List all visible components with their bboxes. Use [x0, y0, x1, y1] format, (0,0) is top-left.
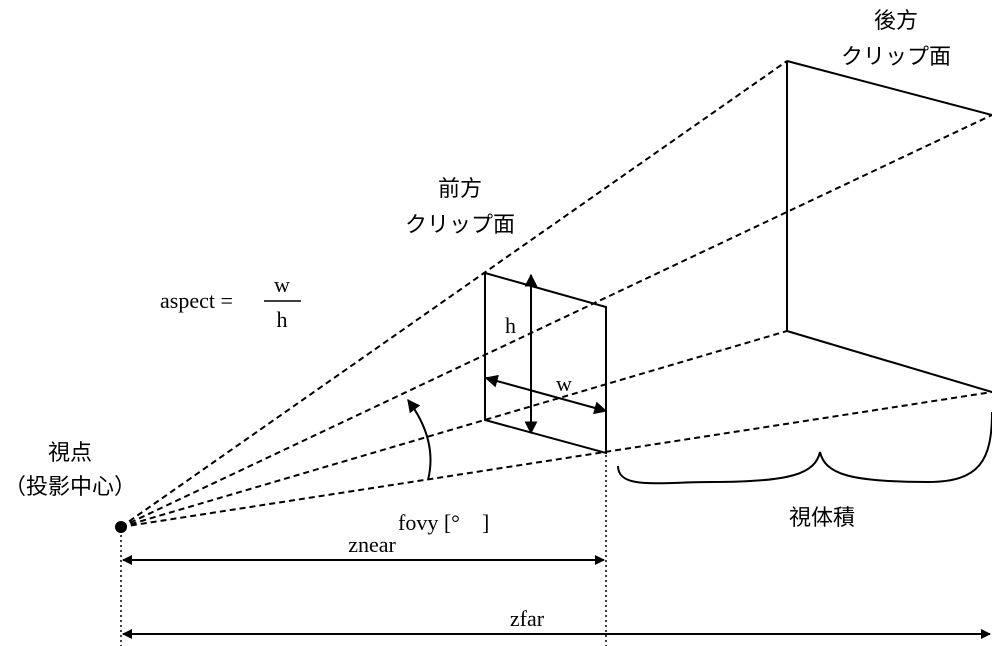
near-clip-plane [484, 271, 607, 455]
far-plane-label-line2: クリップ面 [841, 45, 951, 70]
eye-point [115, 521, 127, 533]
view-volume-brace [617, 411, 992, 485]
frustum-rays [120, 60, 992, 528]
view-volume-label: 視体積 [789, 506, 855, 531]
far-plane-bottom-edge [786, 330, 992, 393]
ray-upper-right [120, 114, 992, 528]
width-arrow [484, 374, 608, 415]
fovy-label: fovy [° ] [398, 510, 489, 535]
width-label: w [556, 371, 572, 396]
aspect-denominator: h [277, 307, 288, 332]
far-clip-plane [786, 60, 992, 393]
aspect-lhs: aspect = [160, 288, 233, 313]
far-plane-top-edge [786, 60, 992, 116]
ray-top [120, 60, 788, 528]
fovy-arc [407, 398, 432, 481]
viewpoint-label-line2: （投影中心） [4, 475, 136, 500]
viewpoint-label-line1: 視点 [48, 441, 92, 466]
aspect-numerator: w [274, 272, 290, 297]
ray-lower-left [120, 330, 788, 528]
near-plane-label-line2: クリップ面 [405, 213, 515, 238]
ray-bottom [120, 391, 992, 528]
znear-label: znear [348, 532, 396, 557]
far-plane-label-line1: 後方 [874, 9, 918, 34]
near-plane-label-line1: 前方 [438, 177, 482, 202]
height-label: h [505, 313, 516, 338]
zfar-label: zfar [510, 606, 545, 631]
